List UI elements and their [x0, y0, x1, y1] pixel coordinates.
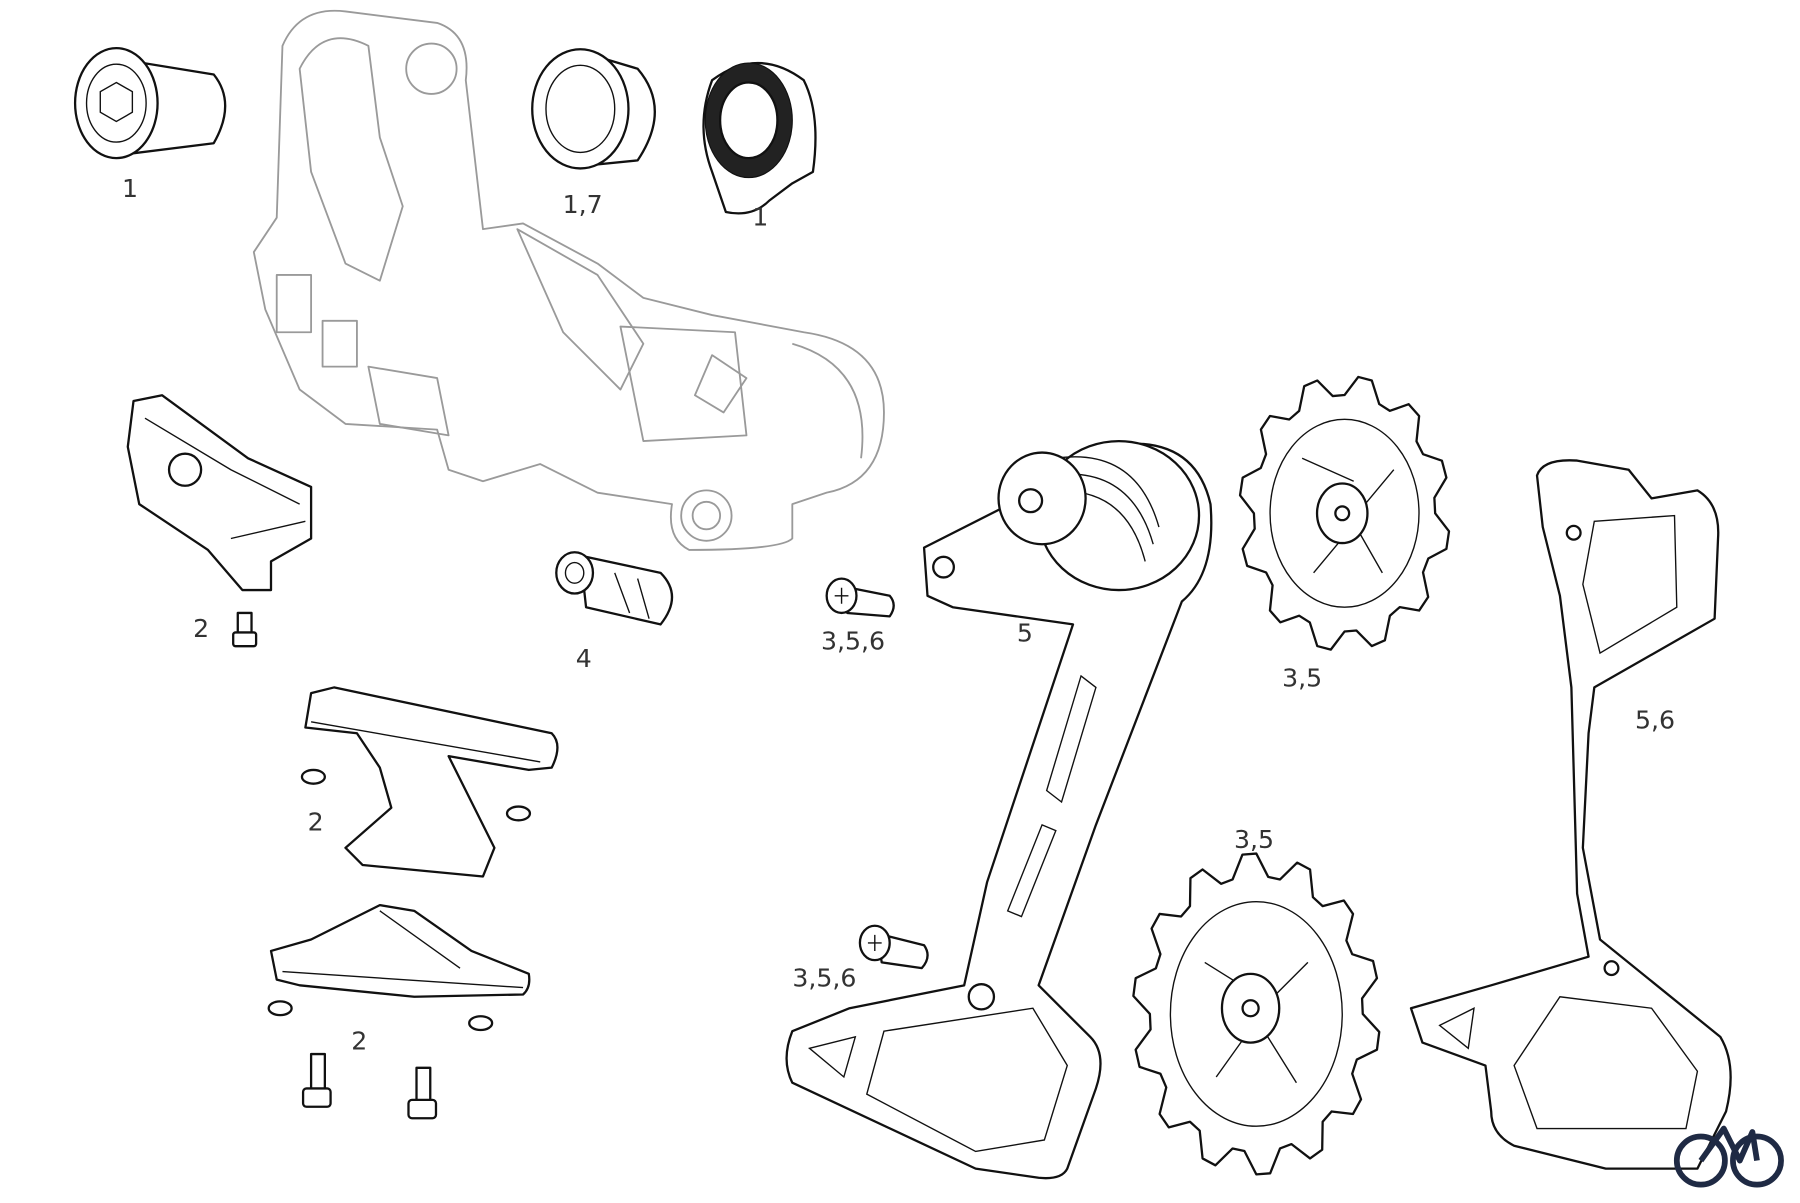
derailleur-body-ghost — [252, 9, 885, 551]
part-label: 5,6 — [1635, 706, 1675, 735]
bushing-part — [531, 48, 656, 170]
part-label: 4 — [576, 644, 592, 673]
part-label: 2 — [193, 614, 209, 643]
limit-pin-part — [555, 551, 674, 626]
part-label: 1 — [122, 174, 138, 203]
cage-stop-part — [126, 394, 313, 592]
pulley-bolt-upper-part — [825, 577, 895, 618]
part-label: 3,5,6 — [792, 963, 856, 992]
b-bolt-part — [73, 46, 227, 160]
part-label: 2 — [351, 1026, 367, 1055]
screw-part — [301, 1052, 438, 1120]
chain-guide-lower-part — [267, 903, 531, 1032]
pulley-bolt-lower-part — [858, 924, 929, 970]
part-label: 5 — [1017, 619, 1033, 648]
hanger-washer-part — [702, 62, 817, 215]
part-label: 3,5 — [1234, 825, 1274, 854]
chain-guide-upper-part — [300, 686, 559, 878]
part-label: 3,5 — [1282, 663, 1322, 692]
inner-cage-part — [1409, 459, 1732, 1170]
part-label: 3,5,6 — [821, 627, 885, 656]
outer-cage-part — [785, 439, 1213, 1180]
bike-icon — [1673, 1125, 1784, 1188]
part-label: 1 — [752, 203, 768, 232]
part-label: 2 — [308, 808, 324, 837]
part-label: 1,7 — [563, 190, 603, 219]
small-screw-part — [232, 611, 258, 648]
lower-pulley-part — [1132, 852, 1381, 1176]
upper-pulley-part — [1238, 375, 1451, 651]
